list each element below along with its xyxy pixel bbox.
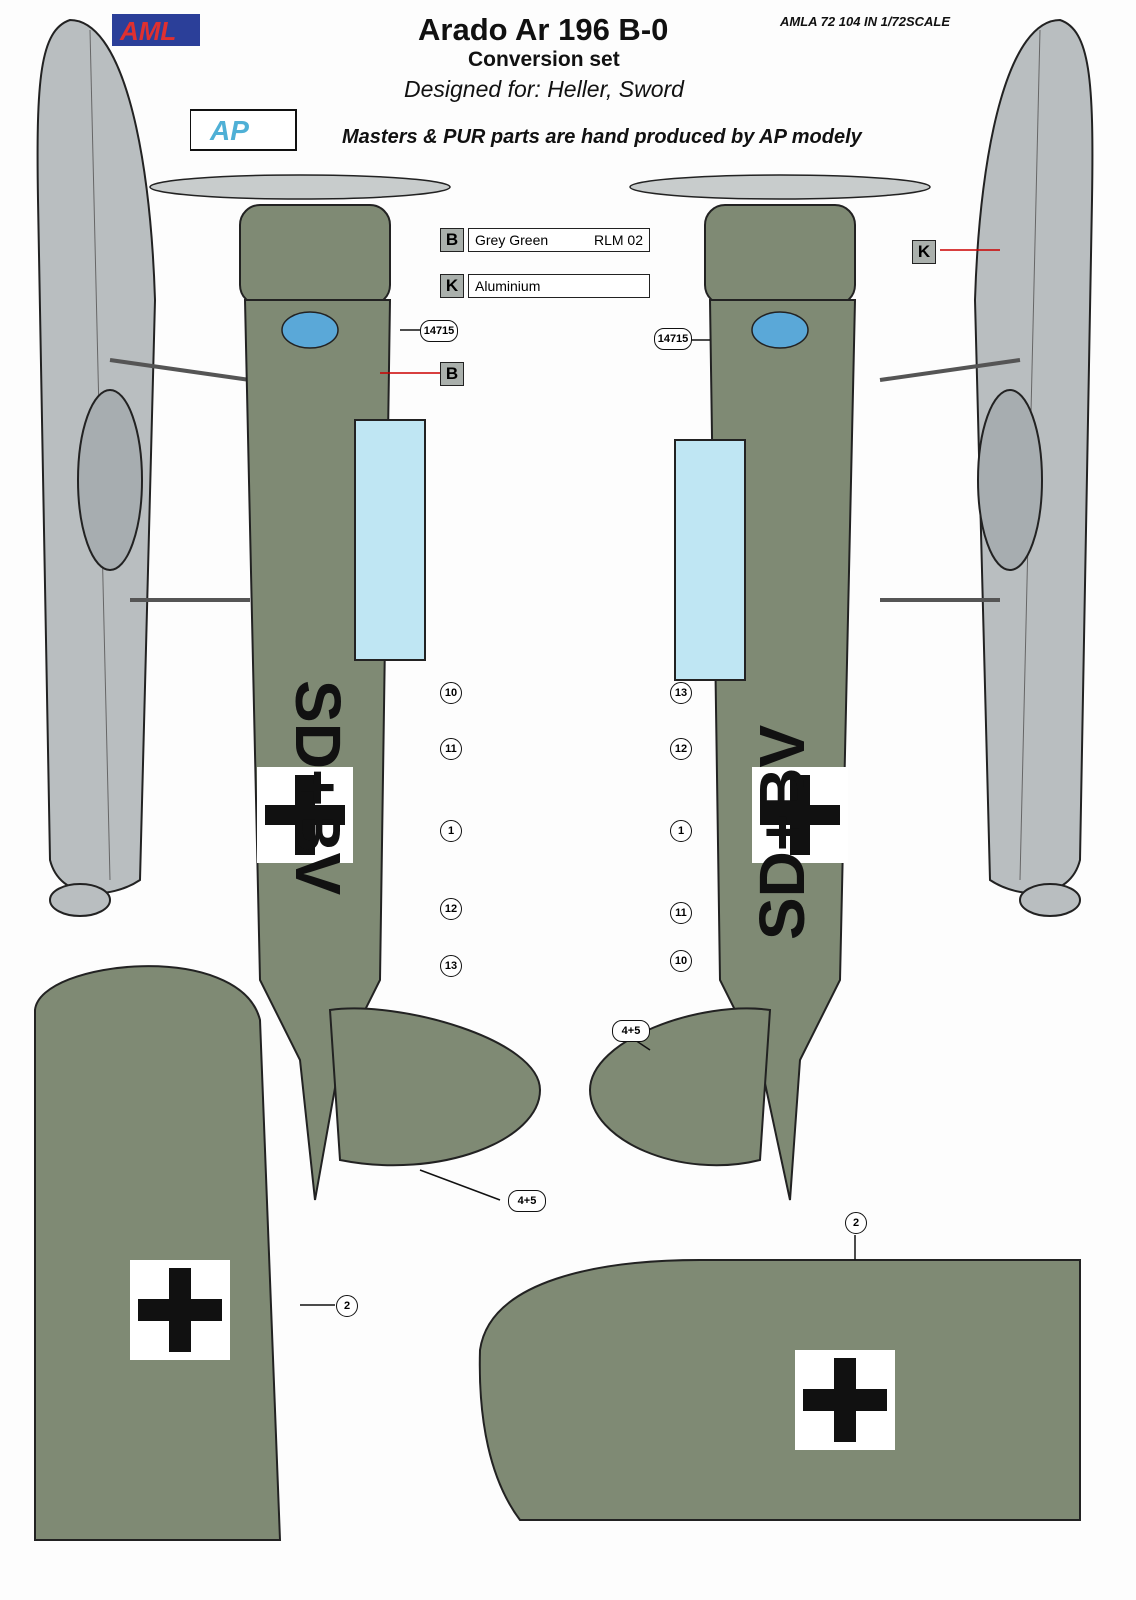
- legend-item-b: B Grey Green RLM 02: [440, 228, 652, 252]
- callout-right-side: 10: [670, 950, 692, 972]
- left-fuselage-cross: [257, 767, 353, 863]
- left-wing-panel: [34, 965, 282, 1541]
- callout-left-tail: 4+5: [508, 1190, 546, 1212]
- ap-logo: AP: [189, 108, 300, 159]
- marker-letter: B: [440, 362, 464, 386]
- callout-left-top: 14715: [420, 320, 458, 342]
- right-float: [973, 18, 1094, 917]
- legend-letter: K: [440, 274, 464, 298]
- page-title: Arado Ar 196 B-0: [418, 12, 669, 47]
- callout-right-side: 11: [670, 902, 692, 924]
- left-fuselage-code: SD+BV: [282, 680, 354, 896]
- right-fuselage-code: SD+BV: [746, 724, 818, 940]
- aml-logo-text: AML: [119, 16, 176, 46]
- legend-label: Grey Green RLM 02: [468, 228, 650, 252]
- marker-letter: K: [912, 240, 936, 264]
- scale-note: AMLA 72 104 IN 1/72SCALE: [780, 14, 951, 29]
- left-fuselage: [149, 174, 542, 1201]
- legend-color-name: Grey Green: [475, 232, 549, 248]
- page-subtitle: Conversion set: [468, 48, 620, 71]
- right-wing-panel: [478, 1259, 1081, 1521]
- callout-right-top: 14715: [654, 328, 692, 350]
- left-float: [36, 18, 157, 917]
- legend-label: Aluminium: [468, 274, 650, 298]
- callout-right-side: 1: [670, 820, 692, 842]
- float-struts: [109, 358, 1021, 602]
- callout-left-side: 10: [440, 682, 462, 704]
- callout-right-side: 12: [670, 738, 692, 760]
- right-fuselage-cross: [752, 767, 848, 863]
- callout-leaders: [300, 249, 1000, 1306]
- legend-color-name: Aluminium: [475, 278, 541, 294]
- legend-item-k: K Aluminium: [440, 274, 652, 298]
- ap-logo-text: AP: [209, 115, 249, 146]
- callout-right-tail: 4+5: [612, 1020, 650, 1042]
- callout-left-side: 11: [440, 738, 462, 760]
- masters-note: Masters & PUR parts are hand produced by…: [342, 126, 862, 148]
- legend-color-code: RLM 02: [593, 232, 643, 248]
- legend-letter: B: [440, 228, 464, 252]
- aml-logo: AML: [112, 8, 242, 57]
- callout-left-side: 1: [440, 820, 462, 842]
- right-fuselage: [588, 174, 931, 1201]
- callout-right-side: 13: [670, 682, 692, 704]
- marker-b: B: [440, 362, 468, 386]
- callout-left-side: 12: [440, 898, 462, 920]
- callout-right-wing: 2: [845, 1212, 867, 1234]
- designed-for-text: Designed for: Heller, Sword: [404, 76, 684, 102]
- callout-left-wing: 2: [336, 1295, 358, 1317]
- callout-left-side: 13: [440, 955, 462, 977]
- marker-k: K: [912, 240, 940, 264]
